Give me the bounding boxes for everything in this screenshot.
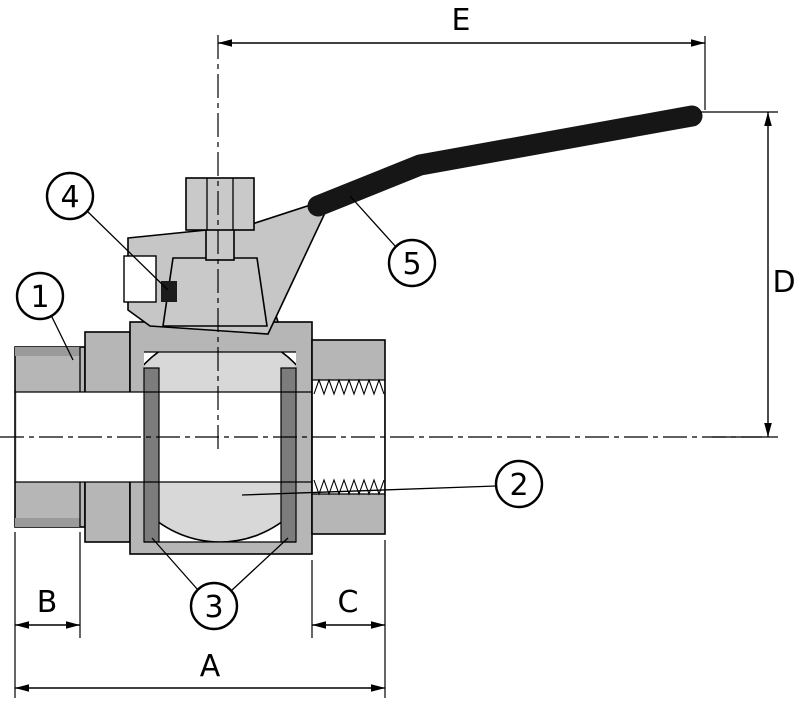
callout-2-circle [494, 459, 544, 509]
dimension-b: B [14, 532, 81, 698]
bonnet-gland [162, 257, 268, 327]
handle-lever [307, 105, 703, 217]
callout-4-leader [86, 210, 169, 291]
dimension-a: A [15, 649, 385, 692]
dimension-label-e: E [452, 3, 471, 38]
callout-3-label: 3 [204, 590, 223, 625]
callout-1-circle [15, 271, 65, 321]
callout-3-leader-right [230, 537, 289, 592]
seat-right [280, 367, 297, 543]
stem-assembly [161, 177, 268, 327]
callout-2: 2 [241, 459, 544, 509]
callout-4-label: 4 [60, 180, 79, 215]
callout-3: 3 [151, 537, 289, 631]
stem-nut [185, 177, 255, 231]
dimension-d: D [700, 111, 796, 438]
callout-2-label: 2 [509, 468, 528, 503]
callout-5-circle [387, 238, 437, 288]
callout-5-leader [349, 195, 397, 248]
centerlines [0, 35, 762, 450]
callout-3-circle [189, 581, 239, 631]
dimension-e: E [218, 3, 706, 110]
seat-left [143, 367, 160, 543]
callout-1-label: 1 [30, 280, 49, 315]
dimension-label-a: A [200, 649, 221, 684]
callout-2-leader [241, 485, 497, 496]
male-thread-crest-bottom [15, 518, 80, 527]
male-thread-crest-top [15, 347, 80, 356]
dimension-label-d: D [772, 265, 795, 300]
stem [205, 227, 235, 261]
dimension-label-b: B [37, 585, 58, 620]
dimension-label-c: C [338, 585, 359, 620]
callout-3-leader-left [151, 537, 199, 591]
callout-5-label: 5 [402, 247, 421, 282]
packing-seal [161, 281, 177, 302]
callout-1-leader [50, 314, 74, 361]
dimension-c: C [311, 540, 386, 698]
callout-4: 4 [45, 171, 169, 291]
callout-4-circle [45, 171, 95, 221]
callout-1: 1 [15, 271, 74, 361]
callout-5: 5 [349, 195, 437, 288]
